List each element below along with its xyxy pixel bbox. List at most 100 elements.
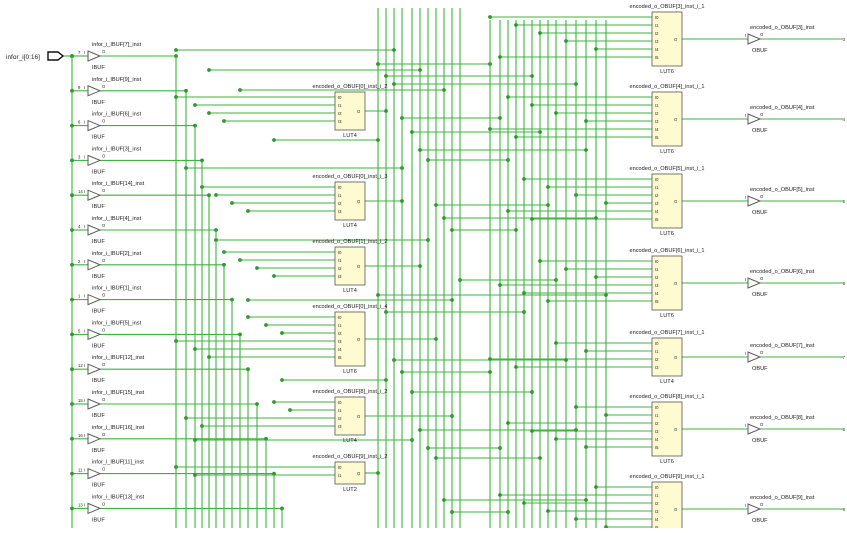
lut-cell[interactable]: encoded_o_OBUF[9]_inst_i_1I0I1I2I3I4I5OL… xyxy=(630,474,705,533)
ibuf-type-label: IBUF xyxy=(92,343,105,349)
net-junction xyxy=(193,438,197,442)
net-junction xyxy=(193,347,197,351)
ibuf-triangle-icon xyxy=(87,467,102,480)
obuf-pin-label: I xyxy=(745,33,746,38)
net-junction xyxy=(272,274,276,278)
ibuf-instance-label: infor_i_IBUF[9]_inst xyxy=(92,77,142,83)
net-junction xyxy=(184,88,188,93)
obuf-triangle-icon xyxy=(747,277,762,289)
input-port-icon xyxy=(47,51,65,61)
ibuf-pin-label: O xyxy=(102,84,106,89)
lut-pin-label: I3 xyxy=(655,283,659,288)
net-junction xyxy=(207,111,211,115)
ibuf-bit-label: 16 xyxy=(78,433,83,438)
lut-box xyxy=(651,401,683,457)
ibuf-instance-label: infor_i_IBUF[6]_inst xyxy=(92,112,142,118)
lut-pin-label: I5 xyxy=(655,55,659,60)
net-junction xyxy=(554,437,558,441)
net-junction xyxy=(70,54,74,58)
net-junction xyxy=(442,216,446,220)
obuf-pin-label: I xyxy=(745,423,746,428)
net-junction xyxy=(200,185,204,189)
net-junction xyxy=(246,367,250,372)
ibuf-bit-label: 2 xyxy=(78,259,81,264)
ibuf-bit-label: 9 xyxy=(78,85,81,90)
net-junction xyxy=(184,166,188,170)
ibuf-type-label: IBUF xyxy=(92,448,105,454)
output-port-label: 7 xyxy=(843,355,846,360)
lut-pin-label: I1 xyxy=(338,103,342,108)
lut-box xyxy=(651,337,683,377)
input-port[interactable]: infor_i[0:16] xyxy=(6,51,65,61)
ibuf-type-label: IBUF xyxy=(92,65,105,71)
lut-cell[interactable]: encoded_o_OBUF[6]_inst_i_1I0I1I2I3I4I5OL… xyxy=(630,248,705,319)
lut-pin-label: I0 xyxy=(655,15,659,20)
net-junction xyxy=(207,193,211,198)
net-junction xyxy=(384,310,388,314)
obuf-triangle-icon xyxy=(747,423,762,435)
net-junction xyxy=(184,416,188,420)
net-junction xyxy=(538,130,542,134)
net-junction xyxy=(574,82,578,86)
ibuf-pin-label: I xyxy=(84,468,85,473)
net-junction xyxy=(238,258,242,262)
net-junction xyxy=(376,293,380,297)
net-junction xyxy=(70,88,74,93)
ibuf-triangle-icon xyxy=(87,50,102,62)
obuf-triangle-icon xyxy=(747,113,762,125)
lut-pin-label: I5 xyxy=(338,355,342,360)
net-junction xyxy=(200,158,204,163)
output-port-label: 3 xyxy=(843,37,846,42)
lut-instance-label: encoded_o_OBUF[4]_inst_i_1 xyxy=(630,84,705,90)
net-junction xyxy=(272,400,276,404)
ibuf-pin-label: O xyxy=(102,223,106,228)
net-junction xyxy=(574,428,578,432)
net-junction xyxy=(584,148,588,152)
lut-cell[interactable]: encoded_o_OBUF[8]_inst_i_1I0I1I2I3I4I5OL… xyxy=(630,394,705,465)
lut-cell[interactable]: encoded_o_OBUF[5]_inst_i_1I0I1I2I3I4I5OL… xyxy=(630,166,705,237)
lut-cell[interactable]: encoded_o_OBUF[3]_inst_i_1I0I1I2I3I4I5OL… xyxy=(630,4,705,75)
ibuf-bit-label: 15 xyxy=(78,398,83,403)
net-junction xyxy=(174,95,178,99)
net-junction xyxy=(498,283,502,287)
obuf-pin-label: I xyxy=(745,113,746,118)
ibuf-pin-label: O xyxy=(102,397,106,402)
lut-cell[interactable]: encoded_o_OBUF[4]_inst_i_1I0I1I2I3I4I5OL… xyxy=(630,84,705,155)
input-port-label: infor_i[0:16] xyxy=(6,54,40,61)
lut-type-label: LUT4 xyxy=(343,223,357,229)
obuf-pin-label: O xyxy=(760,32,764,37)
ibuf-pin-label: O xyxy=(102,258,106,263)
net-junction xyxy=(70,436,74,441)
lut-cell[interactable]: encoded_o_OBUF[0]_inst_i_4I0I1I2I3I4I5OL… xyxy=(313,304,388,375)
obuf-pin-label: O xyxy=(760,194,764,199)
